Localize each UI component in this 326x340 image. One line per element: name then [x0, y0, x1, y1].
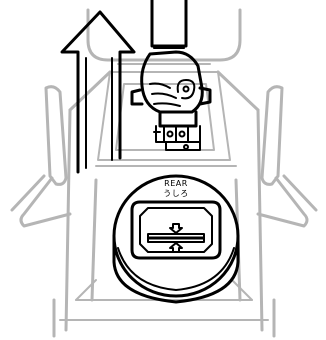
down-arrow-icon [170, 224, 182, 233]
rear-label-en: REAR [164, 179, 188, 188]
device-housing [12, 10, 316, 336]
hand-gripping-handle-icon [132, 0, 210, 150]
small-up-arrow-icon [170, 243, 182, 252]
rear-label-jp: うしろ [163, 189, 189, 198]
